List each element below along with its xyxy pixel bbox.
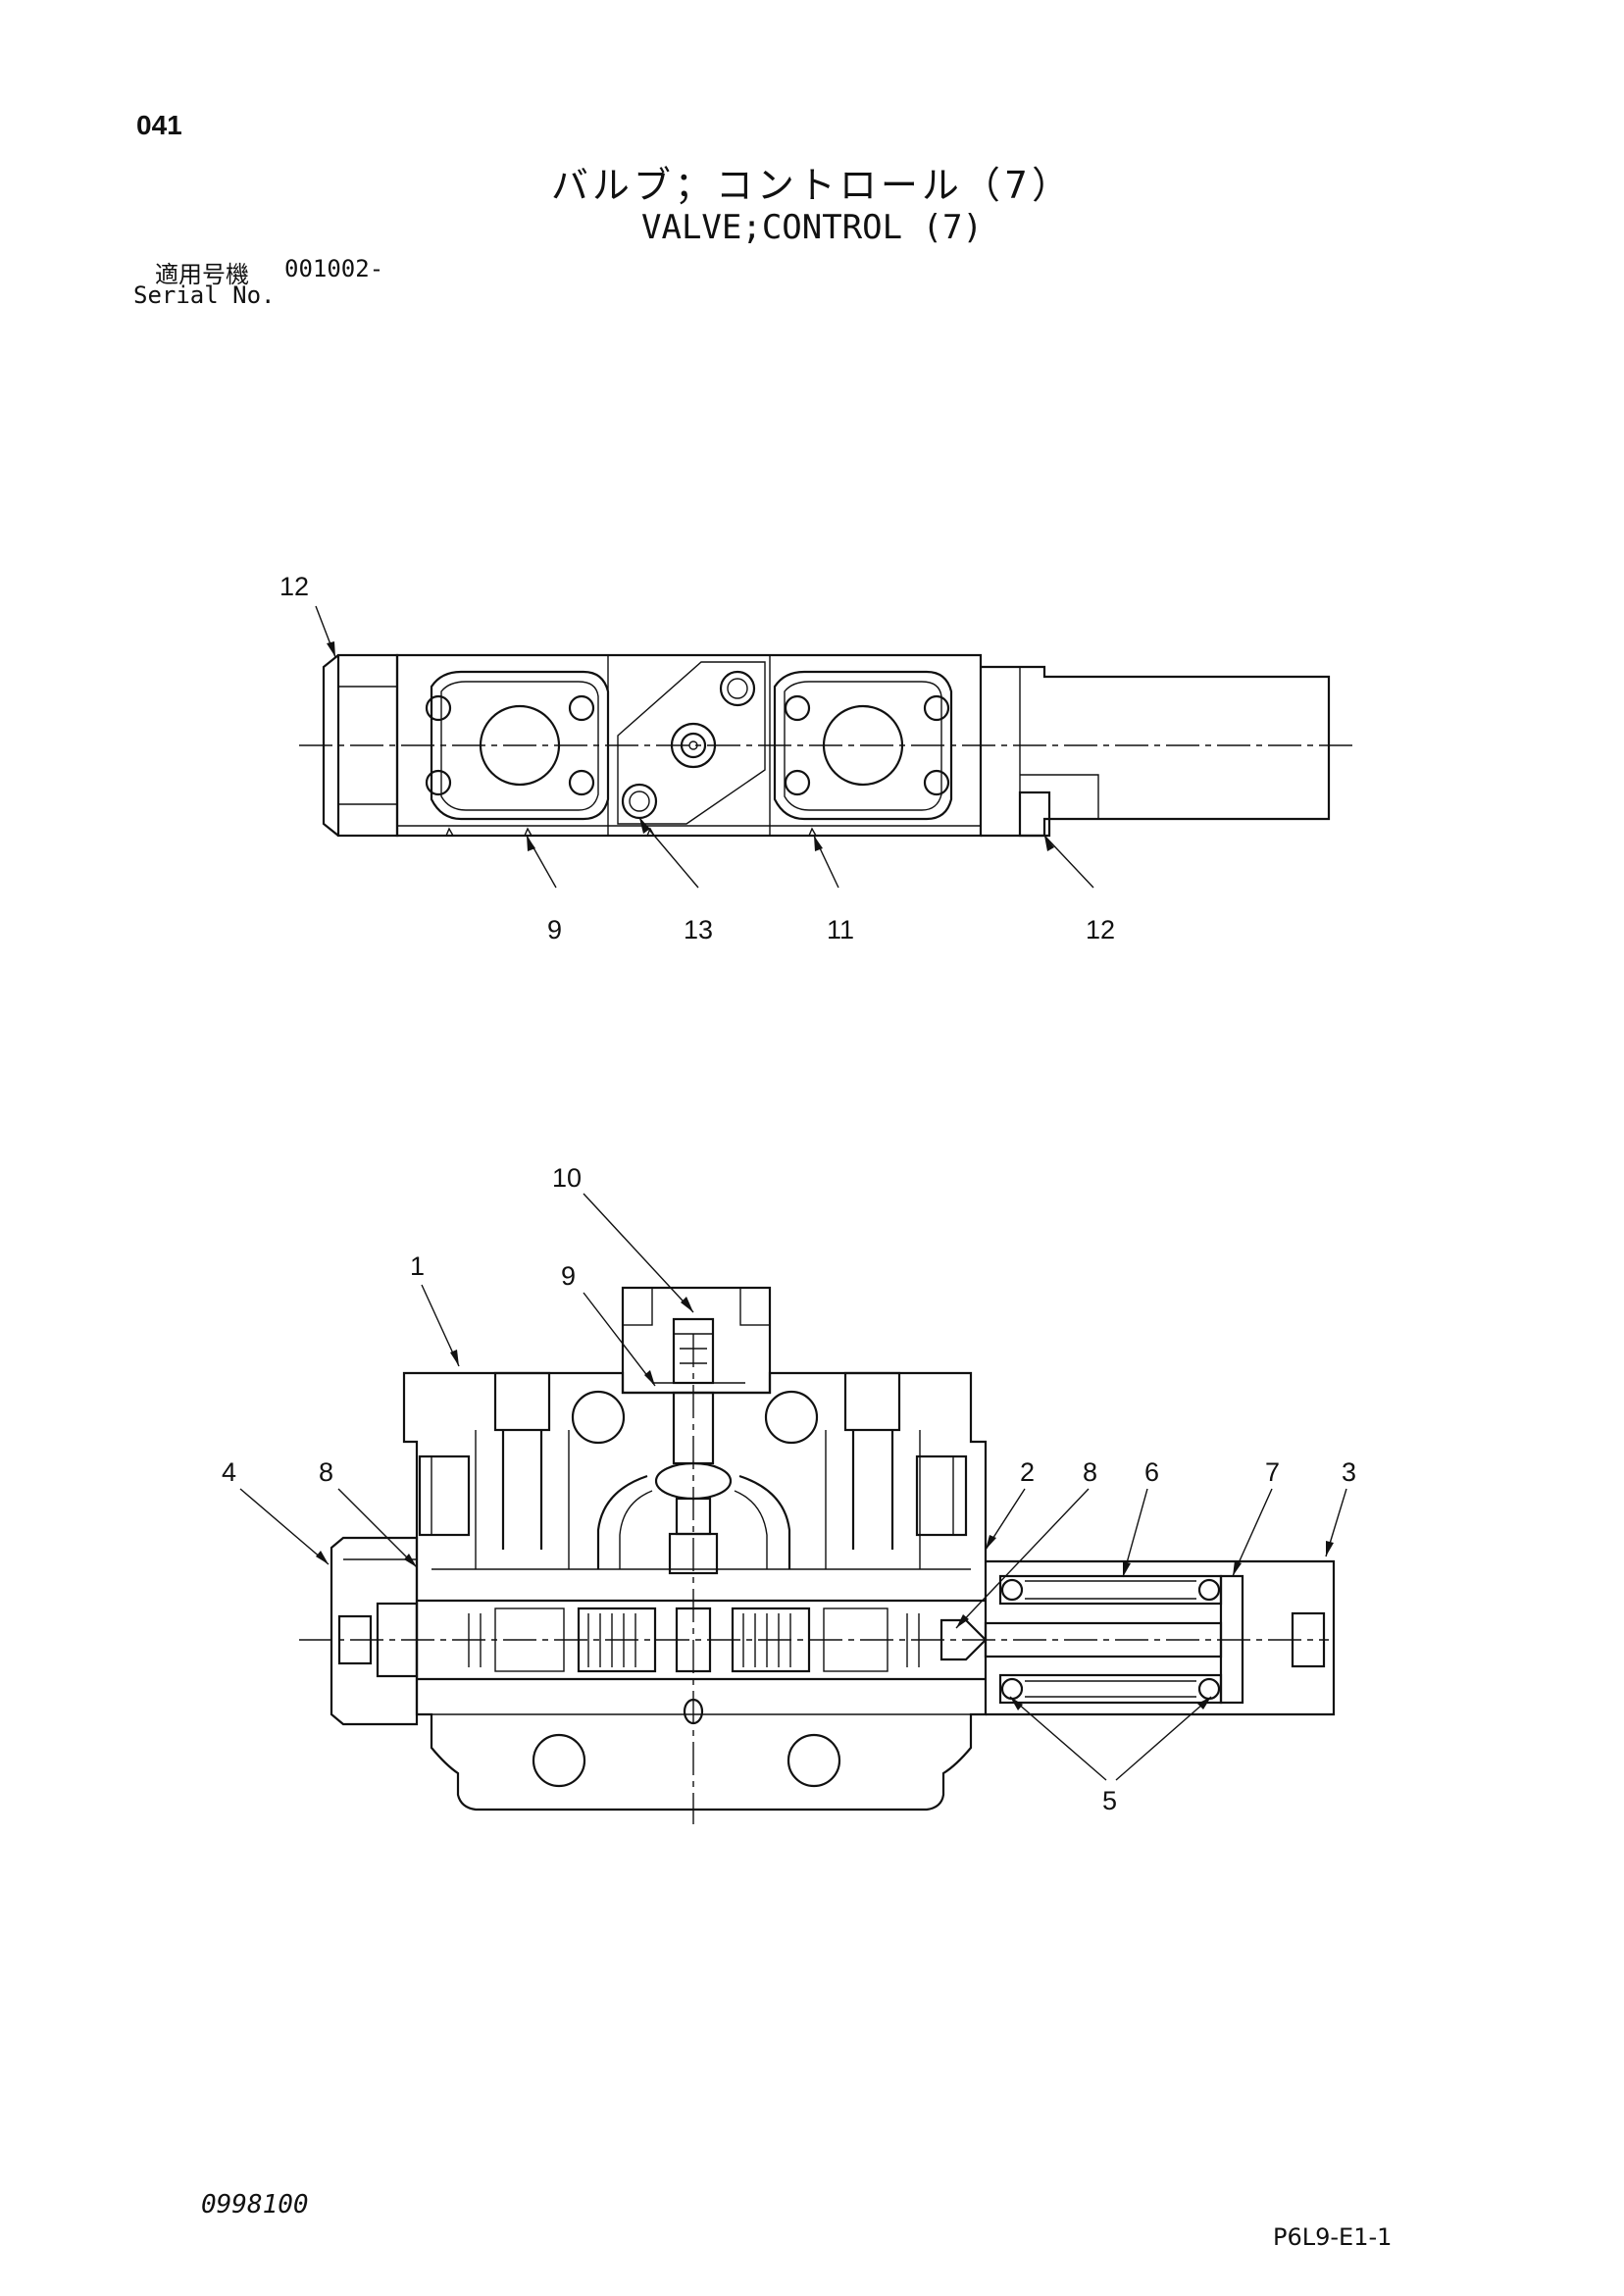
callout-label: 5	[1102, 1786, 1117, 1815]
callout-label: 13	[684, 915, 713, 944]
left-flange	[430, 670, 610, 821]
section-view	[299, 1286, 1336, 1824]
upper-right-port	[843, 1371, 901, 1432]
page-title-japanese: バルブ；コントロール（7）	[550, 164, 1074, 207]
page-number: 041	[136, 110, 182, 140]
bridge-passage	[596, 1474, 791, 1569]
center-plate	[617, 661, 766, 825]
top-view-leaders	[315, 605, 1094, 889]
callout-label: 9	[547, 915, 562, 944]
lower-spring	[998, 1673, 1223, 1705]
callout-label: 6	[1144, 1457, 1159, 1487]
valve-body-top	[395, 653, 983, 838]
upper-left-port	[493, 1371, 551, 1432]
right-side-plug	[915, 1454, 968, 1537]
right-flange	[773, 670, 953, 821]
spring-chamber	[986, 1559, 1336, 1716]
callout-label: 1	[410, 1251, 425, 1281]
right-port-circle	[822, 704, 904, 787]
callout-label: 10	[552, 1163, 582, 1193]
left-side-plug	[418, 1454, 471, 1537]
callout-label: 3	[1342, 1457, 1356, 1487]
spool	[468, 1607, 920, 1673]
callout-label: 12	[1086, 915, 1115, 944]
top-view	[299, 653, 1358, 838]
section-view-leaders	[239, 1193, 1347, 1781]
page-title-english: VALVE;CONTROL (7)	[641, 208, 983, 247]
body-hole	[532, 1733, 586, 1788]
upper-spring	[998, 1574, 1223, 1606]
callout-label: 4	[222, 1457, 236, 1487]
right-spring-cap	[981, 665, 1331, 838]
pilot-block	[621, 1286, 772, 1395]
upper-plug	[719, 670, 756, 707]
left-passage	[501, 1430, 543, 1550]
left-port-circle	[479, 704, 561, 787]
body-hole	[571, 1390, 626, 1445]
body-hole	[764, 1390, 819, 1445]
serial-label-japanese: 適用号機	[155, 261, 249, 288]
right-end-plug	[1018, 791, 1051, 838]
callout-label: 8	[1083, 1457, 1097, 1487]
left-cap-plug	[337, 1614, 373, 1665]
callout-label: 12	[279, 572, 309, 601]
left-end-cap-section	[330, 1536, 419, 1726]
footer-document-code: 0998100	[201, 2190, 309, 2219]
body-hole	[787, 1733, 841, 1788]
valve-body-section	[402, 1371, 988, 1811]
lower-plug	[621, 783, 658, 820]
left-end-cap	[322, 654, 339, 837]
right-cap-plug	[1291, 1611, 1326, 1668]
serial-number-value: 001002-	[284, 255, 384, 282]
callout-label: 9	[561, 1261, 576, 1291]
callout-label: 2	[1020, 1457, 1035, 1487]
callout-label: 7	[1265, 1457, 1280, 1487]
callout-label: 8	[319, 1457, 333, 1487]
right-passage	[851, 1430, 894, 1550]
center-plug-outer	[670, 722, 717, 769]
footer-page-code: P6L9-E1-1	[1273, 2223, 1393, 2251]
serial-label-english: Serial No.	[133, 281, 276, 309]
callout-label: 11	[827, 915, 854, 944]
